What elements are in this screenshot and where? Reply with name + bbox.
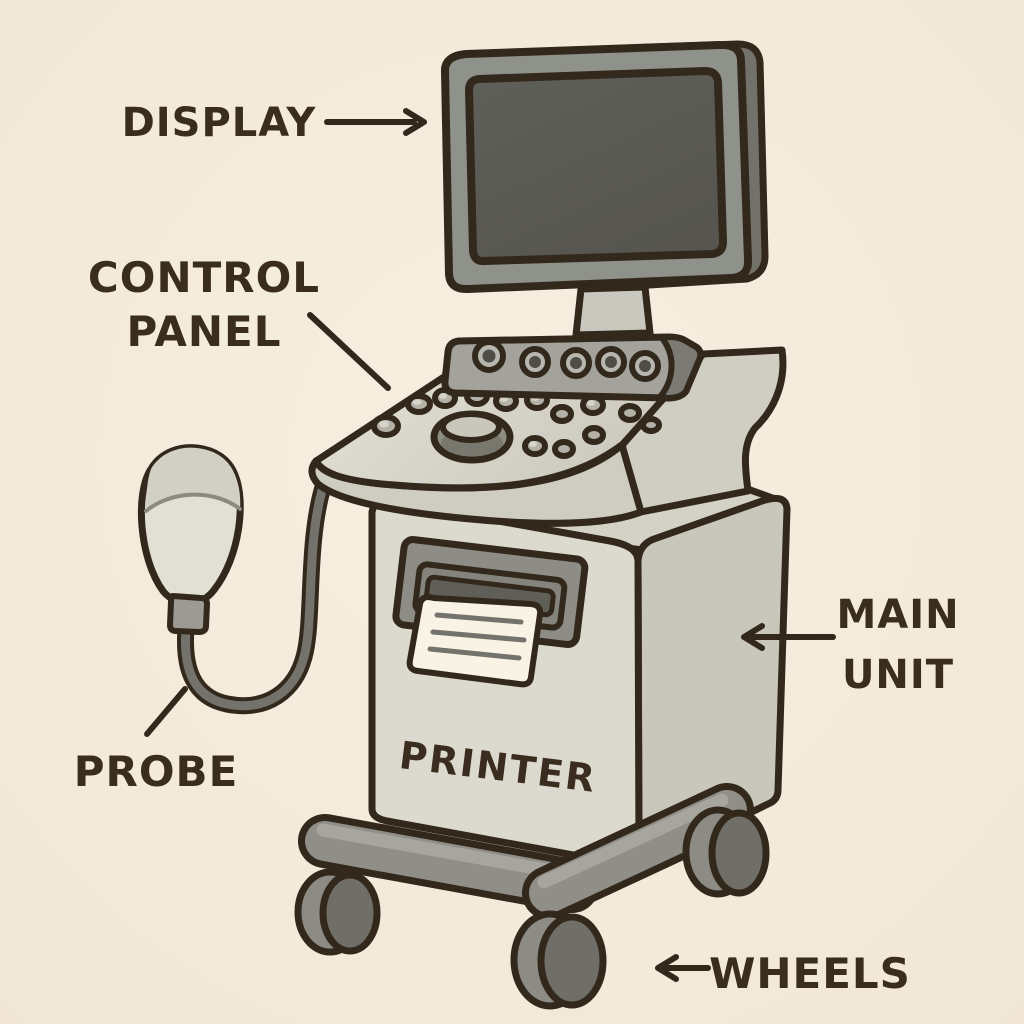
wheel-face <box>319 871 381 955</box>
probe-head-cap-shade <box>146 447 241 511</box>
control-panel-leader-line <box>307 312 391 391</box>
speaker-bar-buttons <box>472 339 661 382</box>
probe-head-crease <box>144 492 242 513</box>
display-monitor <box>440 40 769 294</box>
wheels-arrowhead <box>655 954 679 982</box>
panel-button-highlight <box>379 420 389 428</box>
wheel-face <box>537 913 607 1009</box>
base-beam-left-top <box>316 823 576 881</box>
wheel-back-right <box>682 806 770 898</box>
callout-probe: PROBE <box>74 686 239 796</box>
wheel-front-center <box>510 910 607 1010</box>
bar-button-center <box>639 360 651 372</box>
wheels-label: WHEELS <box>709 949 911 998</box>
paper-line <box>434 612 524 625</box>
speaker-bar <box>441 333 704 402</box>
panel-button <box>618 403 642 423</box>
callout-control-panel: CONTROL PANEL <box>88 253 391 391</box>
main-unit-label-line1: MAIN <box>836 592 959 638</box>
panel-button <box>640 416 662 434</box>
callout-main-unit: MAIN UNIT <box>741 592 959 698</box>
probe-leader-line <box>144 686 188 737</box>
trackball <box>430 410 514 464</box>
callout-display: DISPLAY <box>122 100 427 146</box>
main-unit-label-line2: UNIT <box>842 652 954 698</box>
probe-label: PROBE <box>74 747 239 796</box>
callout-wheels: WHEELS <box>655 949 911 998</box>
wheel-face <box>708 809 770 897</box>
panel-button-highlight <box>412 399 422 405</box>
bar-button-center <box>529 356 541 368</box>
callouts: DISPLAY CONTROL PANEL PROBE MAIN UNIT WH… <box>74 100 959 998</box>
probe-cable-core <box>181 482 328 711</box>
wheel-back-left <box>294 868 381 956</box>
paper-line <box>427 646 522 661</box>
speaker-bar-end-cap <box>657 334 704 401</box>
base-beam-right-top <box>537 793 729 889</box>
control-panel-label-line2: PANEL <box>126 307 281 356</box>
ultrasound-machine: PRINTER <box>137 40 791 1010</box>
probe <box>137 444 244 635</box>
main-unit-arrowhead <box>741 623 765 651</box>
display-label: DISPLAY <box>122 100 317 146</box>
display-arrowhead <box>403 108 427 136</box>
bar-button-center <box>570 357 582 369</box>
bar-button-center <box>605 356 617 368</box>
probe-collar <box>167 593 210 635</box>
panel-button <box>550 404 574 424</box>
monitor-stand-neck <box>572 283 654 339</box>
panel-button-highlight <box>439 393 447 399</box>
probe-cable <box>177 478 332 715</box>
monitor-screen <box>465 67 727 266</box>
panel-button-highlight <box>587 400 595 406</box>
wheels <box>294 806 770 1010</box>
printout-paper <box>406 594 544 688</box>
paper-line <box>430 629 527 643</box>
panel-button <box>552 439 576 459</box>
panel-button <box>582 425 606 445</box>
control-panel-label-line1: CONTROL <box>88 253 320 302</box>
trackball-top <box>440 411 502 443</box>
bar-button-center <box>482 349 496 363</box>
panel-button-highlight <box>529 441 537 447</box>
